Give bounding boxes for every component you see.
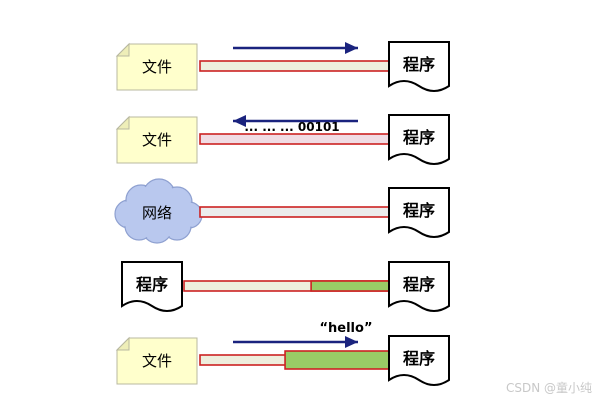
cloud-icon [114,178,203,244]
file-label: 文件 [142,352,172,370]
target-program-label: 程序 [403,275,435,294]
row-program-to-program: 程序 程序 [121,261,450,312]
arrow-left-icon [233,115,246,127]
target-program-shape [388,261,450,312]
file-label: 文件 [142,131,172,149]
row-file-read: 文件 程序 [115,41,450,92]
file-fold [115,42,130,57]
stream-pipe [199,60,390,72]
target-program-label: 程序 [403,55,435,74]
target-program-shape [388,335,450,386]
source-program-label: 程序 [136,275,168,294]
target-program-label: 程序 [403,128,435,147]
pipe-data-fill [310,280,390,292]
target-program-shape [388,114,450,165]
row-file-write: 文件 ... ... ... 00101 程序 [115,114,450,165]
stream-pipe [199,206,390,218]
target-program-shape [388,187,450,238]
watermark: CSDN @童小纯 [506,380,592,395]
target-program-label: 程序 [403,349,435,368]
target-program-shape [388,41,450,92]
file-fold [115,115,130,130]
target-program-label: 程序 [403,201,435,220]
file-fold [115,336,130,351]
arrow-right-icon [345,42,358,54]
stream-pipe [199,133,390,145]
cloud-label: 网络 [142,204,172,222]
row-file-hello: 文件 “hello” 程序 [115,321,450,386]
row-network: 网络 程序 [114,178,450,244]
arrow-right-icon [345,336,358,348]
file-label: 文件 [142,58,172,76]
hello-text: “hello” [319,321,372,336]
pipe-data-fill [284,350,390,370]
source-program-shape [121,261,183,312]
byte-stream-text: ... ... ... 00101 [244,120,339,134]
